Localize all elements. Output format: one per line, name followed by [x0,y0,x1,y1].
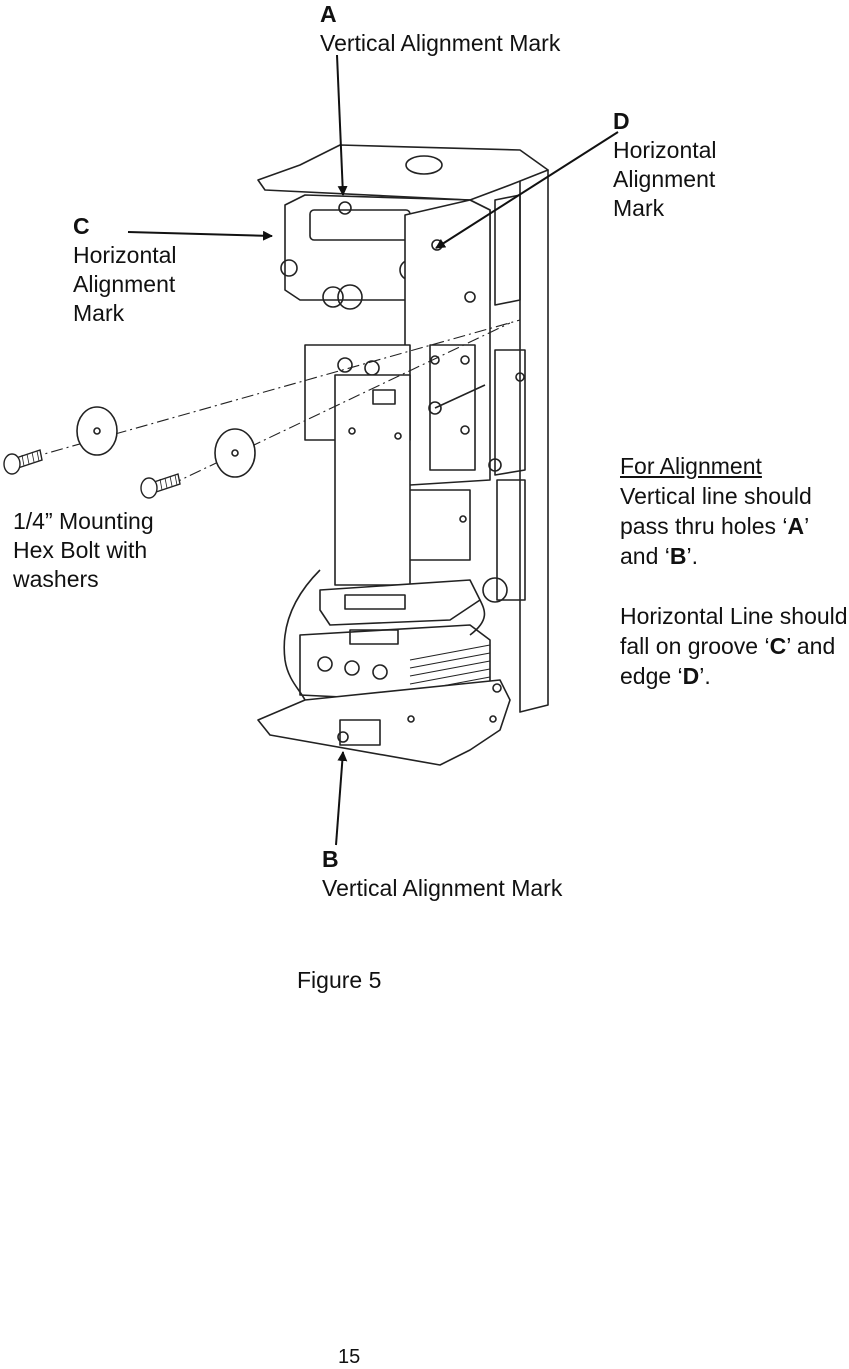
washer-lower [214,428,256,478]
label-c-line: Mark [73,300,125,326]
note-letter-c: C [769,633,787,659]
label-a-letter: A [320,1,337,27]
bolt-line-upper [29,319,521,459]
bolt-label-line: Hex Bolt with [13,537,148,563]
hex-bolt-upper [3,449,43,475]
note-text: ’ and ‘ [620,513,809,569]
hex-bolt-lower [140,473,181,499]
central-column [334,374,411,586]
label-d: D Horizontal Alignment Mark [613,107,717,223]
top-plate [257,144,549,201]
bolt-label: 1/4” Mounting Hex Bolt with washers [13,507,154,594]
label-c-line: Horizontal [73,242,177,268]
page-number: 15 [338,1346,361,1368]
note-text: Horizontal Line should fall on groove ‘ [620,603,848,659]
label-b-text: Vertical Alignment Mark [322,875,563,901]
alignment-note-horizontal: Horizontal Line should fall on groove ‘C… [620,601,849,691]
label-c-letter: C [73,213,90,239]
label-d-line: Mark [613,195,665,221]
note-letter-b: B [669,543,687,569]
label-c: C Horizontal Alignment Mark [73,212,177,328]
label-d-letter: D [613,108,630,134]
label-b-letter: B [322,846,339,872]
washer-upper [76,406,118,456]
alignment-note-heading: For Alignment [620,453,762,479]
note-text: ’. [699,663,711,689]
arrow-b [335,751,348,846]
arrow-a [336,54,348,196]
label-a: A Vertical Alignment Mark [320,0,560,58]
top-plate-hole [405,155,443,175]
label-d-line: Alignment [613,166,716,192]
note-letter-d: D [682,663,700,689]
note-letter-a: A [787,513,805,539]
note-text: ’ and edge ‘ [620,633,836,689]
arrow-c [127,230,273,241]
bottom-plate [257,679,511,766]
note-text: Vertical line should pass thru holes ‘ [620,483,812,539]
label-b: B Vertical Alignment Mark [322,845,562,903]
bolt-label-line: 1/4” Mounting [13,508,154,534]
label-a-text: Vertical Alignment Mark [320,30,561,56]
arrow-d [435,131,619,249]
note-text: ’. [686,543,699,569]
bolt-label-line: washers [13,566,99,592]
label-d-line: Horizontal [613,137,717,163]
figure-caption: Figure 5 [297,967,382,993]
alignment-note: For Alignment Vertical line should pass … [620,451,849,691]
cable [283,569,321,701]
label-c-line: Alignment [73,271,176,297]
lower-sled [319,579,481,626]
bolt-line-lower [169,322,511,486]
alignment-note-vertical: Vertical line should pass thru holes ‘A’… [620,481,849,571]
